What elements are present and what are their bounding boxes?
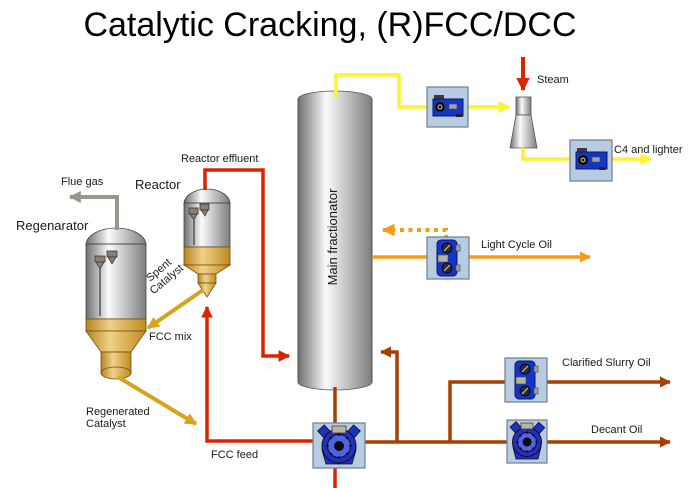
diagram-title: Catalytic Cracking, (R)FCC/DCC [83,6,577,44]
wet-gas-compressor [426,86,469,128]
main-fractionator-label: Main fractionator [325,188,340,286]
c4-and-lighter-label: C4 and lighter [614,144,683,156]
column-return-line [379,346,399,442]
decant-oil-label: Decant Oil [591,424,643,436]
regenerated-catalyst-label: Regenerated Catalyst [86,406,150,430]
c4-compressor [569,139,613,182]
main-fractionator-vessel [297,90,373,391]
regenerator-label: Regenarator [16,218,89,233]
reactor-label: Reactor [135,177,181,192]
clarified-slurry-oil-line [448,376,672,442]
light-cycle-oil-exchanger [426,236,470,280]
reflux-return-line [381,223,448,239]
fcc-feed-label: FCC feed [211,449,259,461]
reactor-effluent-line [203,168,291,362]
slurry-oil-exchanger [504,357,548,403]
cyclone-icon [94,250,118,316]
decant-oil-pump [506,419,548,464]
spent-catalyst-line [146,288,205,330]
overhead-vapor-line [334,73,653,165]
reactor-effluent-label: Reactor effluent [181,153,259,165]
regenerator-vessel [85,227,147,380]
clarified-slurry-oil-label: Clarified Slurry Oil [562,357,651,369]
bottoms-pump [312,422,366,469]
flue-gas-label: Flue gas [61,176,104,188]
regenerated-catalyst-line [116,375,198,426]
steam-ejector [509,96,538,149]
flue-gas-line [68,191,119,230]
cyclone-icon [188,203,210,245]
light-cycle-oil-label: Light Cycle Oil [481,239,552,251]
fcc-mix-label: FCC mix [149,331,192,343]
steam-label: Steam [537,74,569,86]
reactor-vessel [182,188,232,298]
